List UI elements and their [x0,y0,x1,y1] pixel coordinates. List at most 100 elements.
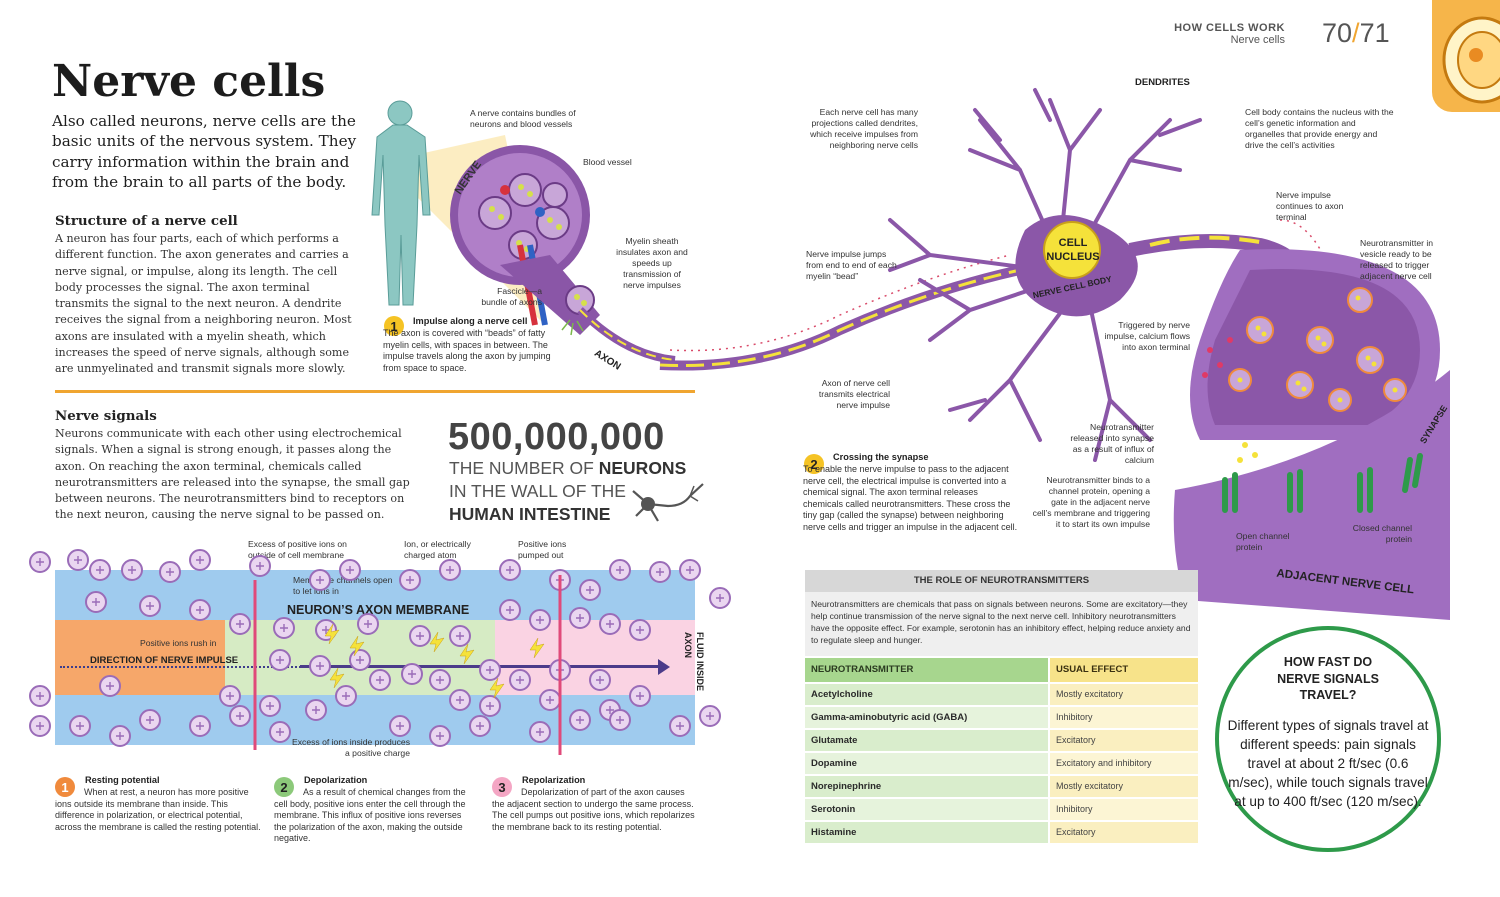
spark-icon [329,667,345,689]
ion-icon [579,579,601,601]
label-nt-vesicle: Neurotransmitter in vesicle ready to be … [1360,238,1434,281]
spark-icon [429,631,445,653]
ion-icon [269,721,291,743]
nt-name-cell: Dopamine [805,753,1048,774]
ion-icon [509,669,531,691]
ion-icon [569,709,591,731]
phase-2-title: Depolarization [304,775,368,785]
step1-body: The axon is covered with “beads” of fatt… [383,328,551,373]
ion-icon [599,613,621,635]
ion-icon [189,715,211,737]
ion-icon [409,625,431,647]
step2-title: Crossing the synapse [833,452,929,462]
nt-col1-header: NEUROTRANSMITTER [805,658,1048,682]
nt-name-cell: Glutamate [805,730,1048,751]
ion-icon [469,715,491,737]
nt-effect-cell: Inhibitory [1050,707,1198,728]
nt-effect-cell: Mostly excitatory [1050,776,1198,797]
label-dendrites: DENDRITES [1135,77,1190,88]
phase-2-body: As a result of chemical changes from the… [274,787,466,843]
label-nucleus: CELL NUCLEUS [1046,237,1100,263]
signals-heading: Nerve signals [55,408,157,424]
phase-1-body: When at rest, a neuron has more positive… [55,787,261,832]
spark-icon [529,637,545,659]
nt-table-header: NEUROTRANSMITTER USUAL EFFECT [805,658,1198,682]
ion-icon [539,689,561,711]
ion-icon [89,559,111,581]
label-open-channel: Open channel protein [1236,531,1290,552]
stat-line2: IN THE WALL OF THE [449,481,626,501]
ion-icon [259,695,281,717]
ion-icon [699,705,721,727]
ion-icon [29,551,51,573]
label-calcium: Triggered by nerve impulse, calcium flow… [1104,320,1190,352]
nt-effect-cell: Excitatory [1050,822,1198,843]
label-rush: Positive ions rush in [140,638,217,648]
ion-icon [449,689,471,711]
speed-body: Different types of signals travel at dif… [1227,718,1429,809]
label-axon-transmits: Axon of nerve cell transmits electrical … [818,378,890,410]
speed-title: HOW FAST DO NERVE SIGNALS TRAVEL? [1277,655,1379,702]
ion-icon [389,715,411,737]
step2-body: To enable the nerve impulse to pass to t… [803,464,1018,532]
nt-name-cell: Gamma-aminobutyric acid (GABA) [805,707,1048,728]
ion-icon [609,559,631,581]
thumb-tab-icon [1432,0,1500,112]
ion-icon [229,705,251,727]
nt-effect-cell: Inhibitory [1050,799,1198,820]
ion-icon [249,555,271,577]
label-myelin: Myelin sheath insulates axon and speeds … [616,236,688,290]
spark-icon [324,623,340,645]
phase-3-number: 3 [492,777,512,797]
stat-number: 500,000,000 [448,416,665,458]
ion-icon [499,599,521,621]
ion-icon [339,559,361,581]
ion-icon [429,725,451,747]
spark-icon [489,677,505,699]
nt-name-cell: Histamine [805,822,1048,843]
label-fascicle: Fascicle—a bundle of axons [481,286,542,307]
ion-icon [69,715,91,737]
step1-title: Impulse along a nerve cell [413,316,528,326]
ion-icon [159,561,181,583]
ion-icon [609,709,631,731]
page-number-left: 70 [1322,18,1353,48]
ion-icon [569,607,591,629]
label-cell-body: Cell body contains the nucleus with the … [1245,107,1394,150]
nt-name-cell: Serotonin [805,799,1048,820]
phase-2-number: 2 [274,777,294,797]
page-title: Nerve cells [52,56,326,107]
ion-icon [219,685,241,707]
page-numbers: 70/71 [1322,18,1390,49]
ion-icon [439,559,461,581]
neuron-illustration [659,88,1450,620]
ion-icon [529,721,551,743]
stat-line1: THE NUMBER OF [449,458,599,478]
ion-icon [139,709,161,731]
label-nerve-contains: A nerve contains bundles of neurons and … [470,108,576,129]
ion-icon [401,663,423,685]
nt-table-title: THE ROLE OF NEUROTRANSMITTERS [805,570,1198,592]
ion-icon [85,591,107,613]
section-label: HOW CELLS WORK [1174,22,1285,34]
phase-list: 1 Resting potential When at rest, a neur… [55,775,705,855]
stat-line3: HUMAN INTESTINE [449,504,611,524]
label-nt-released: Neurotransmitter released into synapse a… [1070,422,1154,465]
human-figure-icon [371,100,431,306]
ion-icon [709,587,731,609]
ion-icon [649,561,671,583]
running-header: HOW CELLS WORK Nerve cells [1120,22,1285,46]
ion-icon [499,559,521,581]
section-divider [55,390,695,393]
subsection-label: Nerve cells [1230,34,1285,46]
ion-icon [429,669,451,691]
nt-effect-cell: Excitatory and inhibitory [1050,753,1198,774]
speed-callout: HOW FAST DO NERVE SIGNALS TRAVEL? Differ… [1215,626,1441,852]
nerve-illustration: NERVE [371,100,676,364]
ion-icon [589,669,611,691]
ion-icon [121,559,143,581]
nt-name-cell: Norepinephrine [805,776,1048,797]
